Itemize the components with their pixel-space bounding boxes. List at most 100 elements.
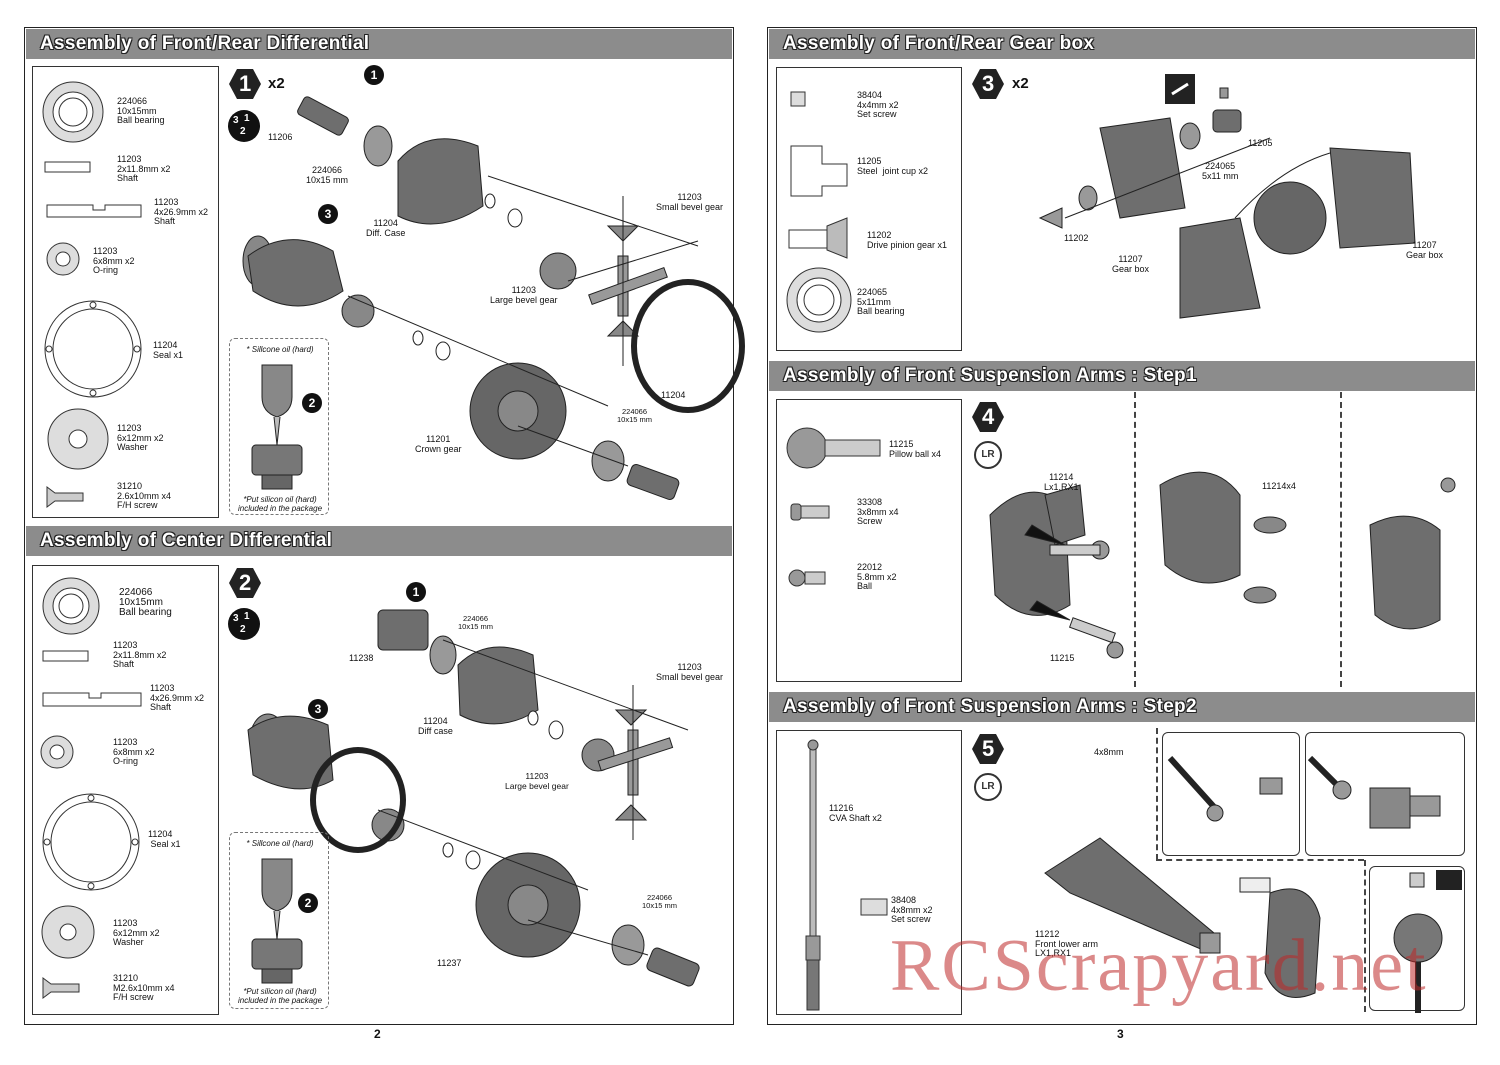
- gb-label-gearbox-right: 11207 Gear box: [1406, 240, 1444, 260]
- gb-label-joint-cup: 11205: [1248, 138, 1273, 148]
- cd-part-label-bearing: 224066 10x15mm Ball bearing: [119, 587, 172, 618]
- frd-label-output-cup: 11206: [268, 132, 293, 142]
- section-title-suspension-step1: Assembly of Front Suspension Arms : Step…: [769, 361, 1475, 391]
- cd-label-spur-gear: 11237: [437, 958, 462, 968]
- part-label-washer: 11203 6x12mm x2 Washer: [117, 423, 164, 452]
- seq2-3: 3: [233, 613, 239, 624]
- frd-label-diff-case: 11204 Diff. Case: [366, 218, 406, 238]
- frd-label-bearing-bottom: 224066 10x15 mm: [617, 407, 653, 424]
- frd-label-crown-gear: 11201 Crown gear: [415, 434, 462, 454]
- page-number-right: 3: [1117, 1027, 1124, 1041]
- step-number-3: 3: [982, 71, 995, 96]
- step-qty-3: x2: [1012, 75, 1029, 92]
- s1-part-label-pillow-ball: 11215 Pillow ball x4: [889, 439, 942, 459]
- oil-title: * Sillcone oil (hard): [246, 345, 314, 354]
- suspension-step2-illustration: [1044, 755, 1462, 1013]
- s1-part-label-ball: 22012 5.8mm x2 Ball: [857, 562, 897, 591]
- s1-label-pillow-ball: 11215: [1050, 653, 1075, 663]
- frd-label-small-bevel: 11203 Small bevel gear: [656, 192, 724, 212]
- gb-part-label-set-screw: 38404 4x4mm x2 Set screw: [857, 90, 899, 119]
- s2-label-lower-arm: 11212 Front lower arm LX1,RX1: [1035, 929, 1099, 958]
- step-hexagon-3: [972, 69, 1004, 99]
- step-hexagon-4: [972, 402, 1004, 432]
- cd-oil-bottle-illustration: [251, 858, 303, 984]
- lr-badge-step4: LR: [974, 441, 1002, 469]
- seq-3: 3: [233, 115, 239, 126]
- cd-part-label-shaft-short: 11203 2x11.8mm x2 Shaft: [113, 640, 167, 669]
- part-label-seal: 11204 Seal x1: [153, 340, 184, 360]
- divider-step1-a: [1134, 392, 1136, 687]
- parts-list-suspension-step1: 11215 Pillow ball x4 33308 3x8mm x4 Scre…: [776, 399, 962, 682]
- parts-list-center-diff: 224066 10x15mm Ball bearing 11203 2x11.8…: [32, 565, 219, 1015]
- suspension-step1-illustration: [989, 471, 1456, 659]
- divider-step1-b: [1340, 392, 1342, 687]
- cd-label-bearing-top: 224066 10x15 mm: [458, 614, 494, 631]
- divider-step2-left: [1156, 728, 1158, 860]
- cd-part-label-o-ring: 11203 6x8mm x2 O-ring: [113, 737, 155, 766]
- part-label-shaft-long: 11203 4x26.9mm x2 Shaft: [154, 197, 209, 226]
- step-number-1: 1: [239, 71, 252, 96]
- step-hexagon-1: [229, 69, 261, 99]
- parts-list-gearbox: 38404 4x4mm x2 Set screw 11205 Steel joi…: [776, 67, 962, 351]
- section-title-center-differential: Assembly of Center Differential: [26, 526, 732, 556]
- parts-icons-frd: [42, 81, 142, 508]
- right-page-frame: [767, 27, 1477, 1025]
- seq-1: 1: [244, 113, 250, 124]
- seq-2: 2: [240, 126, 246, 137]
- divider-step2-top: [1156, 859, 1364, 861]
- cd-oil-note: *Put silicon oil (hard) included in the …: [237, 987, 323, 1005]
- step-number-2: 2: [239, 570, 252, 595]
- oil-bottle-illustration: [251, 364, 303, 490]
- sequence-badge-2: 3 1 2: [228, 608, 260, 640]
- step-number-4: 4: [982, 404, 995, 429]
- sub-step-3-marker: 3: [318, 204, 338, 224]
- center-diff-exploded-view: [247, 609, 700, 987]
- divider-step2-right: [1364, 860, 1366, 1012]
- parts-list-front-rear-diff: 224066 10x15mm Ball bearing 11203 2x11.8…: [32, 66, 219, 518]
- cd-label-small-bevel: 11203 Small bevel gear: [656, 662, 724, 682]
- gb-label-pinion: 11202: [1064, 233, 1089, 243]
- cd-label-large-bevel: 11203 Large bevel gear: [505, 771, 569, 791]
- cd-label-bearing-bottom: 224066 10x15 mm: [642, 893, 678, 910]
- oil-note: *Put silicon oil (hard) included in the …: [237, 495, 323, 513]
- step-hexagon-5: [972, 734, 1004, 764]
- gb-part-label-joint-cup: 11205 Steel joint cup x2: [857, 156, 929, 176]
- gb-label-bearing: 224065 5x11 mm: [1202, 161, 1239, 181]
- frd-label-seal: 11204: [661, 390, 686, 400]
- s1-part-label-screw: 33308 3x8mm x4 Screw: [857, 497, 899, 526]
- part-label-o-ring: 11203 6x8mm x2 O-ring: [93, 246, 135, 275]
- frd-label-bearing-top: 224066 10x15 mm: [306, 165, 349, 185]
- part-label-screw: 31210 2.6x10mm x4 F/H screw: [117, 481, 172, 510]
- watermark: RCScrapyard.net: [890, 925, 1428, 1007]
- cd-label-diff-case: 11204 Diff case: [418, 716, 453, 736]
- gb-label-gearbox-left: 11207 Gear box: [1112, 254, 1150, 274]
- cd-sub-step-3-marker: 3: [308, 699, 328, 719]
- cd-part-label-screw: 31210 M2.6x10mm x4 F/H screw: [113, 973, 175, 1002]
- parts-icons-gb: [786, 91, 852, 333]
- sequence-badge-1: 3 1 2: [228, 110, 260, 142]
- step-number-5: 5: [982, 736, 995, 761]
- parts-list-suspension-step2: 11216 CVA Shaft x2 38408 4x8mm x2 Set sc…: [776, 730, 962, 1015]
- gb-part-label-bearing: 224065 5x11mm Ball bearing: [857, 287, 905, 316]
- s2-part-label-cva: 11216 CVA Shaft x2: [829, 803, 882, 823]
- cd-sub-step-1-marker: 1: [406, 582, 426, 602]
- part-label-bearing: 224066 10x15mm Ball bearing: [117, 96, 165, 125]
- gearbox-exploded-view: [1038, 74, 1416, 319]
- cd-part-label-seal: 11204 Seal x1: [148, 829, 181, 849]
- section-title-front-rear-differential: Assembly of Front/Rear Differential: [26, 29, 732, 59]
- gb-part-label-pinion: 11202 Drive pinion gear x1: [867, 230, 948, 250]
- seq2-2: 2: [240, 624, 246, 635]
- s1-label-knuckle: 11214 Lx1,RX1: [1044, 472, 1079, 492]
- oil-callout-front-rear: * Sillcone oil (hard) 2 *Put silicon oil…: [229, 338, 329, 515]
- front-rear-diff-exploded-view: [242, 96, 745, 500]
- left-page-frame: [24, 27, 734, 1025]
- oil-callout-center: * Sillcone oil (hard) 2 *Put silicon oil…: [229, 832, 329, 1009]
- page-number-left: 2: [374, 1027, 381, 1041]
- parts-icons-cd: [40, 577, 142, 999]
- sub-step-1-marker: 1: [364, 65, 384, 85]
- cd-oil-title: * Sillcone oil (hard): [246, 839, 314, 848]
- step-qty-1: x2: [268, 75, 285, 92]
- seq2-1: 1: [244, 611, 250, 622]
- parts-icons-s1: [786, 427, 881, 587]
- sub-step-2-marker: 2: [302, 393, 322, 413]
